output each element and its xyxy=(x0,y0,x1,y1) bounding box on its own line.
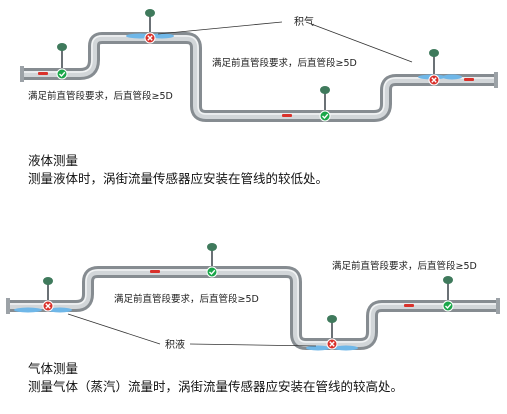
gas-description: 测量气体（蒸汽）流量时，涡街流量传感器应安装在管线的较高处。 xyxy=(28,379,404,394)
requirement-note-left: 满足前直管段要求，后直管段≥5D xyxy=(28,90,173,102)
liquid-pocket-callout: 积液 xyxy=(165,338,185,351)
liquid-measurement-diagram: 积气 满足前直管段要求，后直管段≥5D 满足前直管段要求，后直管段≥5D xyxy=(20,9,498,122)
gas-measurement-diagram: 积液 满足前直管段要求，后直管段≥5D 满足前直管段要求，后直管段≥5D xyxy=(6,243,500,351)
gas-caption: 气体测量 测量气体（蒸汽）流量时，涡街流量传感器应安装在管线的较高处。 xyxy=(28,360,403,396)
liquid-caption: 液体测量 测量液体时，涡街流量传感器应安装在管线的较低处。 xyxy=(28,152,328,188)
sensor-bad-top xyxy=(144,9,156,44)
sensor-bad-bottom xyxy=(326,315,338,350)
sensor-ok-top xyxy=(206,243,218,278)
gas-requirement-note-left: 满足前直管段要求，后直管段≥5D xyxy=(114,293,259,305)
accumulated-liquid-indicator xyxy=(14,307,358,351)
gas-pocket-callout: 积气 xyxy=(294,15,314,28)
sensor-ok-bottom xyxy=(319,86,331,122)
gas-title: 气体测量 xyxy=(28,361,79,376)
sensor-bad-right xyxy=(428,49,440,86)
requirement-note-right: 满足前直管段要求，后直管段≥5D xyxy=(212,57,357,69)
sensor-ok-left xyxy=(56,43,68,80)
liquid-description: 测量液体时，涡街流量传感器应安装在管线的较低处。 xyxy=(28,171,329,186)
sensor-ok-right xyxy=(442,276,454,312)
gas-requirement-note-right: 满足前直管段要求，后直管段≥5D xyxy=(332,260,477,272)
liquid-title: 液体测量 xyxy=(28,153,79,168)
sensor-bad-left xyxy=(42,277,54,312)
